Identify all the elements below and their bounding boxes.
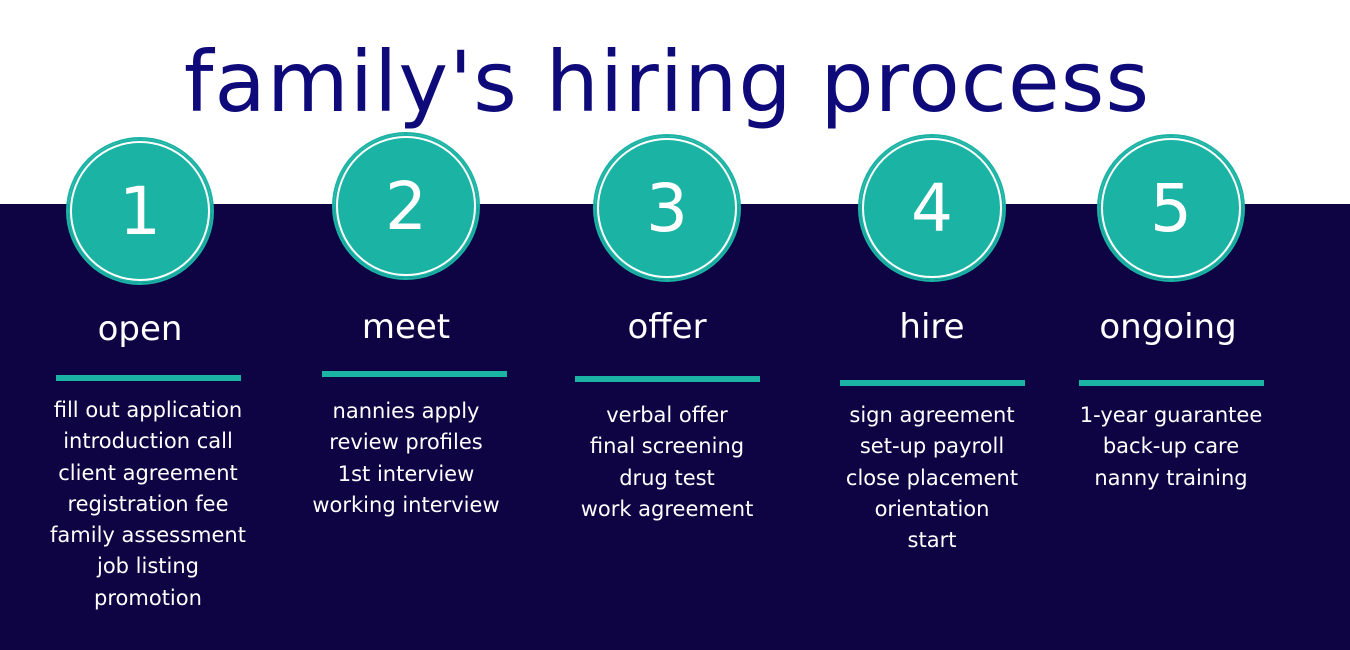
step-item: close placement [845, 465, 1019, 490]
step-divider [840, 380, 1025, 386]
step-divider [1079, 380, 1264, 386]
step-item: sign agreement [849, 403, 1015, 427]
step-items: verbal offer final screening drug test w… [537, 400, 797, 525]
step-item: drug test [619, 465, 715, 490]
step-item: introduction call [63, 429, 233, 454]
step-item: verbal offer [606, 403, 728, 427]
step-number-badge: 3 [597, 138, 737, 278]
step-item: 1st interview [337, 461, 475, 486]
step-number-ring [332, 132, 480, 280]
step-divider [322, 371, 507, 377]
step-title: offer [627, 307, 707, 347]
step-item: start [907, 528, 957, 553]
step-number-ring [593, 134, 741, 282]
step-title: hire [899, 307, 965, 347]
step-item: orientation [874, 496, 990, 521]
step-number-badge: 4 [862, 138, 1002, 278]
step-item: back-up care [1102, 434, 1240, 459]
step-item: client agreement [58, 460, 238, 485]
step-number-badge: 2 [336, 136, 476, 276]
step-items: 1-year guarantee back-up care nanny trai… [1041, 400, 1301, 494]
step-title: open [97, 309, 183, 349]
step-divider [56, 375, 241, 381]
step-item: nannies apply [332, 399, 480, 423]
step-item: final screening [589, 434, 745, 459]
step-items: fill out application introduction call c… [18, 395, 278, 614]
step-item: work agreement [580, 496, 754, 521]
page-title: family's hiring process [183, 33, 1151, 131]
step-item: fill out application [53, 398, 243, 422]
step-number-badge: 5 [1101, 138, 1241, 278]
step-number-ring [1097, 134, 1245, 282]
step-title: meet [361, 307, 451, 347]
step-number-badge: 1 [70, 141, 210, 281]
step-item: review profiles [329, 430, 483, 455]
step-item: family assessment [50, 523, 246, 548]
step-item: 1-year guarantee [1079, 403, 1263, 427]
step-number-ring [66, 137, 214, 285]
step-item: promotion [94, 585, 202, 610]
step-item: job listing [96, 554, 199, 579]
step-items: sign agreement set-up payroll close plac… [802, 400, 1062, 556]
step-item: registration fee [67, 491, 229, 516]
step-number-ring [858, 134, 1006, 282]
step-item: working interview [312, 492, 500, 517]
step-item: set-up payroll [859, 434, 1005, 459]
step-items: nannies apply review profiles 1st interv… [276, 396, 536, 521]
step-divider [575, 376, 760, 382]
step-title: ongoing [1099, 307, 1237, 347]
step-item: nanny training [1094, 465, 1248, 490]
